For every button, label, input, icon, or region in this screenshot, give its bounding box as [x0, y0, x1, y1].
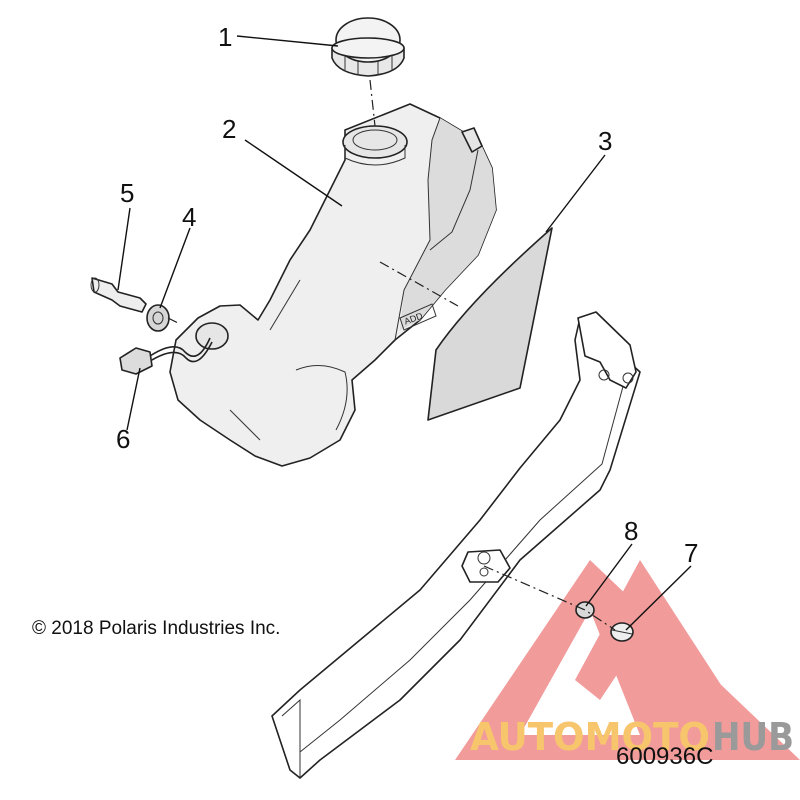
part-7-screw — [610, 622, 634, 642]
part-8-washer — [575, 601, 595, 619]
mounting-panel — [271, 311, 641, 779]
watermark-text-part1: AUTOMOTO — [470, 715, 710, 759]
callout-2: 2 — [222, 114, 236, 144]
callout-7: 7 — [684, 538, 698, 568]
part-1-fuel-cap — [331, 17, 405, 77]
callout-6: 6 — [116, 424, 130, 454]
watermark-logo — [455, 560, 800, 760]
callout-4: 4 — [182, 202, 196, 232]
leader-lines — [117, 35, 692, 631]
watermark-inner-triangle-icon — [575, 560, 760, 745]
part-3-heat-pad — [427, 227, 553, 421]
copyright-notice: © 2018 Polaris Industries Inc. — [32, 618, 280, 639]
callout-5: 5 — [120, 178, 134, 208]
callout-3: 3 — [598, 126, 612, 156]
part-6-level-sensor — [119, 337, 213, 375]
figure-number: 600936C — [616, 743, 713, 770]
assembly-lines — [167, 79, 616, 631]
part-5-vent-fitting — [90, 277, 147, 313]
part-4-grommet — [146, 304, 170, 332]
callout-labels: 1 2 3 4 5 6 7 8 — [116, 22, 698, 568]
callout-8: 8 — [624, 516, 638, 546]
callout-1: 1 — [218, 22, 232, 52]
watermark-text-part2: HUB — [712, 715, 794, 759]
watermark-text: AUTOMOTO HUB — [470, 715, 794, 759]
